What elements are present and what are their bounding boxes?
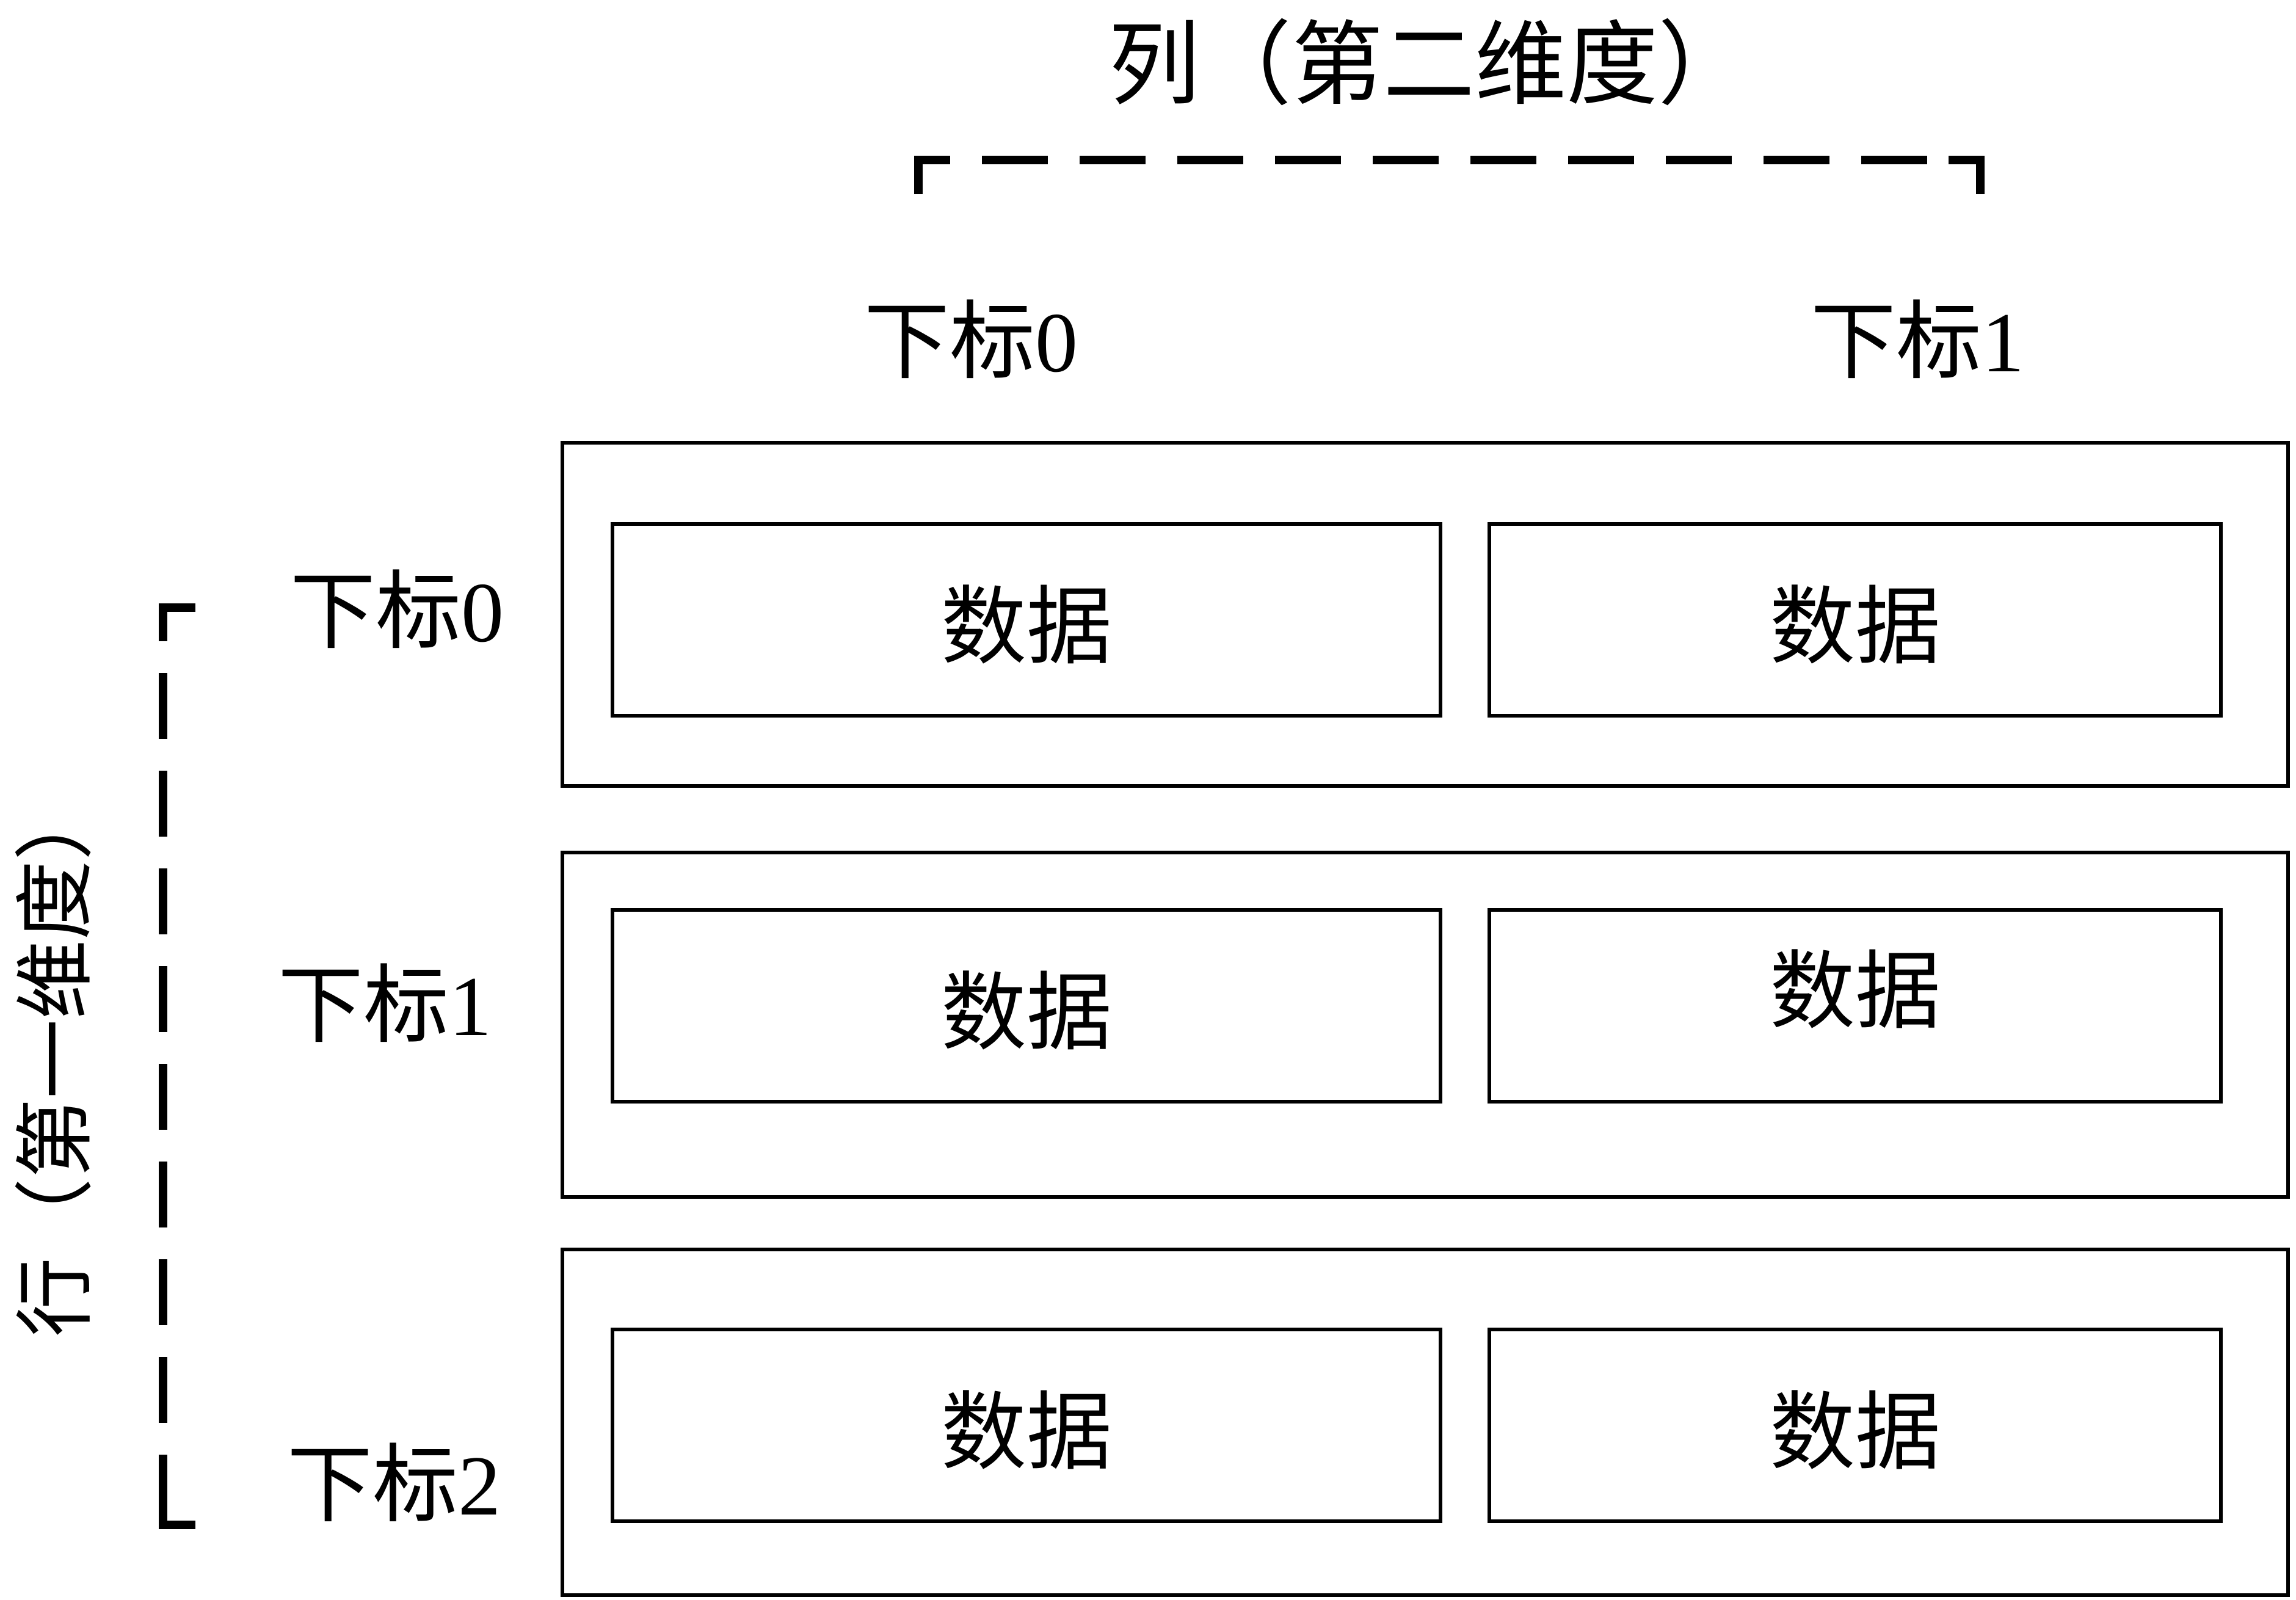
array-cell-2-0: 数据 [611, 1328, 1442, 1523]
row-header-2: 下标2 [286, 1439, 501, 1533]
array-cell-1-0: 数据 [611, 908, 1442, 1104]
array-cell-2-1: 数据 [1488, 1328, 2223, 1523]
column-header-1: 下标1 [1810, 296, 2024, 390]
row-bracket-top-corner [159, 603, 195, 641]
row-axis-title: 行（第一维度） [13, 781, 101, 1337]
cell-text-1-1: 数据 [1769, 945, 1941, 1040]
cell-text-0-1: 数据 [1769, 581, 1941, 675]
row-header-1: 下标1 [277, 959, 492, 1054]
cell-text-1-0: 数据 [940, 967, 1112, 1061]
array-cell-0-0: 数据 [611, 522, 1442, 718]
cell-text-2-0: 数据 [940, 1386, 1112, 1481]
row-dimension-bracket [159, 603, 195, 1529]
column-bracket-left-corner [914, 156, 950, 194]
row-bracket-bottom-corner [159, 1491, 195, 1529]
cell-text-2-1: 数据 [1769, 1386, 1941, 1481]
row-header-0: 下标0 [289, 565, 504, 660]
column-header-0: 下标0 [863, 296, 1078, 390]
cell-text-0-0: 数据 [940, 581, 1112, 675]
column-axis-title: 列（第二维度） [1108, 15, 1749, 117]
array-cell-0-1: 数据 [1488, 522, 2223, 718]
column-dimension-bracket [914, 156, 1985, 194]
array-cell-1-1: 数据 [1488, 908, 2223, 1104]
column-bracket-right-corner [1949, 156, 1985, 194]
